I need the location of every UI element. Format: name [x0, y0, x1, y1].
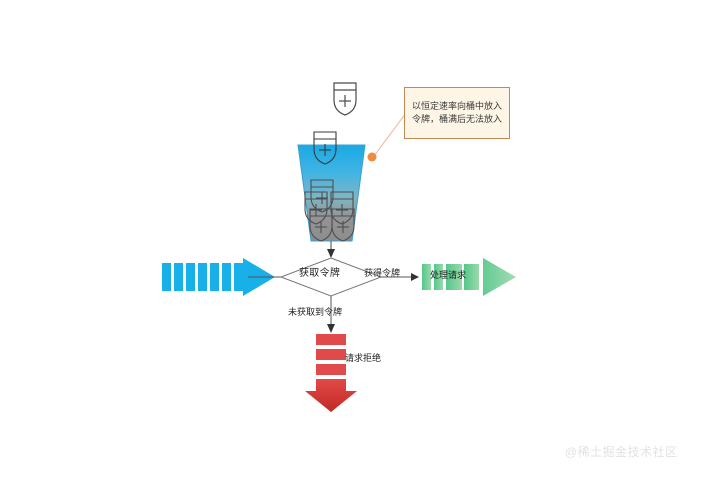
reject-request-arrow — [305, 334, 357, 412]
falling-token-icon — [333, 82, 357, 116]
decision-label: 获取令牌 — [299, 268, 341, 279]
bucket-token-stack — [304, 179, 355, 242]
reject-request-label: 请求拒绝 — [345, 353, 382, 363]
watermark: @稀土掘金技术社区 — [565, 445, 678, 459]
process-request-arrow — [422, 258, 516, 296]
yes-branch-connector — [381, 273, 419, 281]
process-request-label: 处理请求 — [430, 270, 467, 280]
edge-label-yes: 获得令牌 — [364, 268, 401, 278]
edge-label-no: 未获取到令牌 — [288, 307, 343, 317]
bucket-to-decision-connector — [327, 241, 335, 258]
no-branch-connector — [327, 296, 335, 333]
callout-text: 以恒定速率向桶中放入令牌，桶满后无法放入 — [411, 100, 502, 124]
callout-box: 以恒定速率向桶中放入令牌，桶满后无法放入 — [404, 87, 510, 139]
callout-connector — [367, 112, 407, 162]
token-bucket — [297, 131, 366, 242]
bucket-token-top — [313, 131, 337, 165]
